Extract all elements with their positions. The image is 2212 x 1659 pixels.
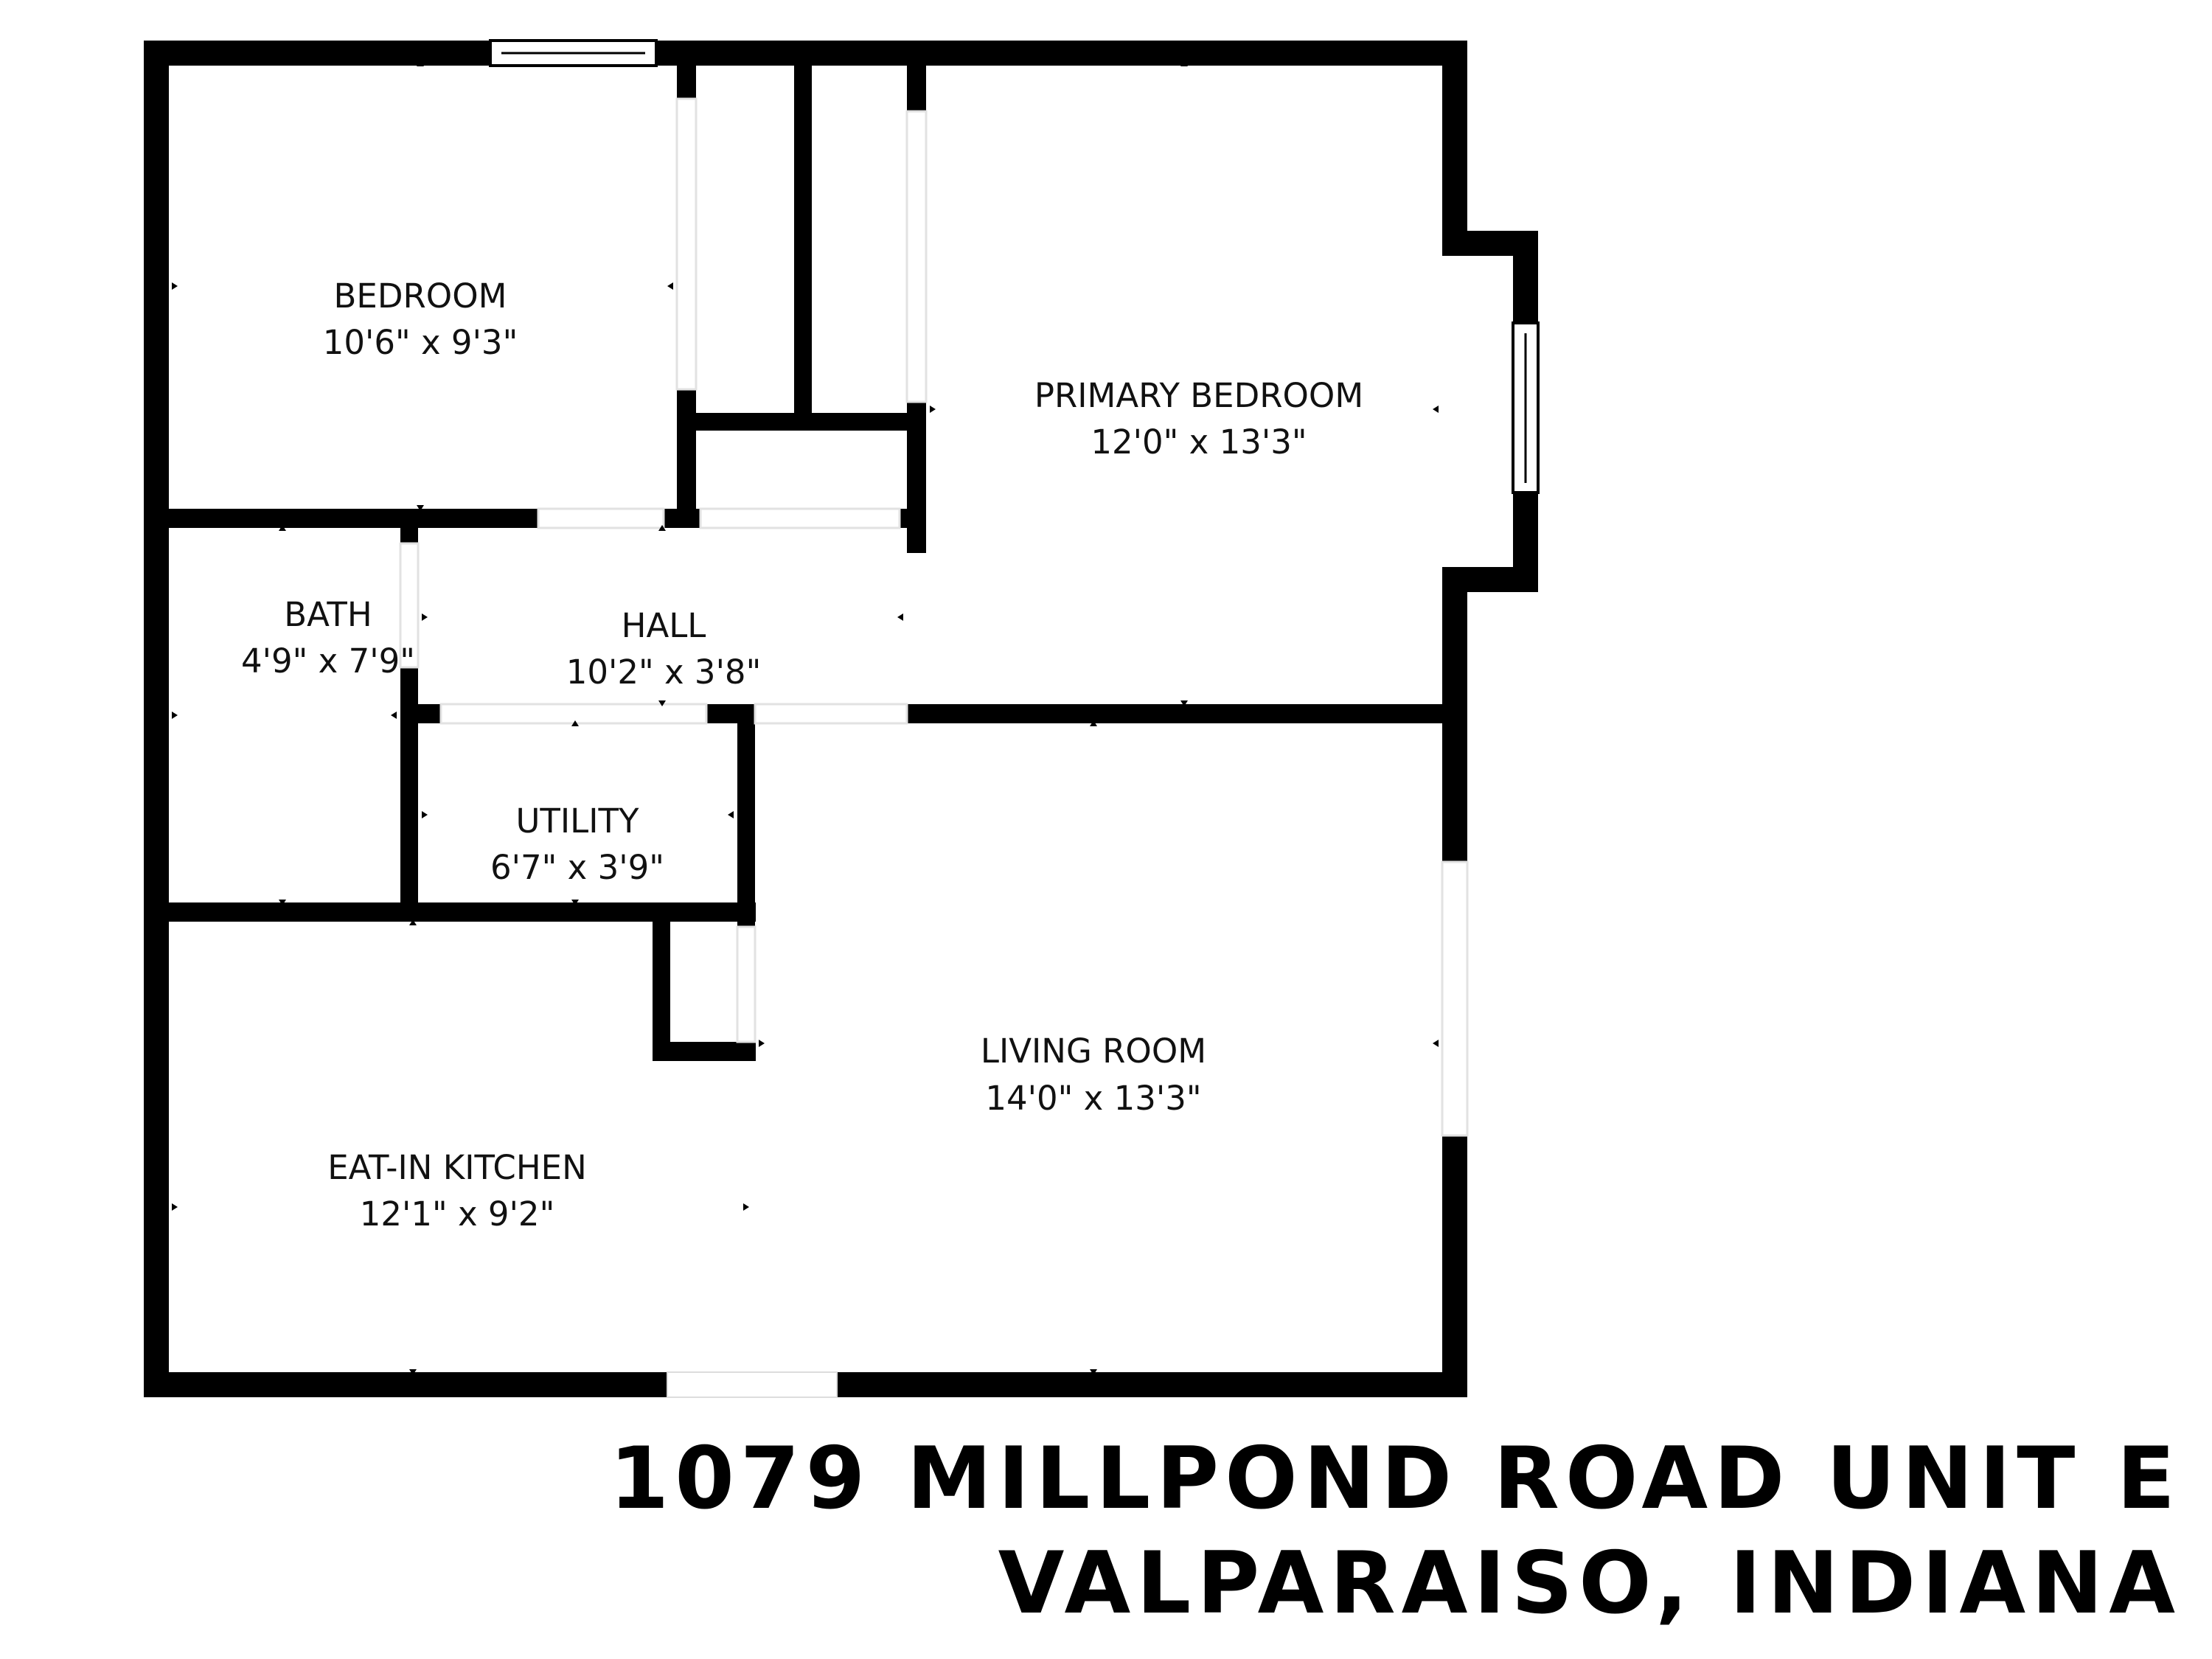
wall-bedroom-bottom-a [144,509,538,528]
living-room-name: LIVING ROOM [981,1032,1206,1071]
wall-left [144,41,169,1397]
wall-bedroom-right-low [677,389,696,528]
dimension-markers [172,60,1439,1375]
room-labels: BEDROOM 10'6" x 9'3" PRIMARY BEDROOM 12'… [241,276,1363,1234]
wall-bedroom-right-top [677,66,696,99]
eat-in-kitchen-dims: 12'1" x 9'2" [360,1194,555,1234]
bedroom-name: BEDROOM [334,276,507,316]
door-openings [399,97,1469,1137]
living-room-dims: 14'0" x 13'3" [985,1079,1201,1118]
wall-utility-right [737,704,755,927]
wall-hall-bottom-left [400,704,441,723]
wall-closet-bottom [677,413,924,431]
address-line-1: 1079 MILLPOND ROAD UNIT E [609,1429,2181,1528]
bath-name: BATH [284,595,372,634]
wall-primary-left-low [907,402,926,553]
wall-right-lower [1442,1135,1467,1397]
utility-dims: 6'7" x 3'9" [490,848,664,887]
windows [489,39,1540,1398]
wall-kitchen-peninsula-bottom [653,1042,756,1061]
primary-bedroom-dims: 12'0" x 13'3" [1091,422,1307,462]
wall-bath-right-top [400,520,418,543]
wall-top [144,41,1467,66]
door-front-opening [667,1371,838,1398]
interior-walls [144,66,1467,1061]
wall-kitchen-peninsula [653,902,670,1061]
wall-primary-left-top [907,66,926,111]
eat-in-kitchen-name: EAT-IN KITCHEN [327,1148,587,1187]
wall-closet-divider [794,66,812,423]
address-line-2: VALPARAISO, INDIANA [998,1534,2181,1633]
bath-dims: 4'9" x 7'9" [241,641,415,681]
wall-primary-bottom [907,704,1467,723]
hall-dims: 10'2" x 3'8" [566,653,762,692]
hall-name: HALL [622,606,706,645]
primary-bedroom-name: PRIMARY BEDROOM [1034,376,1363,415]
bedroom-dims: 10'6" x 9'3" [323,323,518,362]
utility-name: UTILITY [515,801,639,841]
wall-right-upper [1442,41,1467,256]
